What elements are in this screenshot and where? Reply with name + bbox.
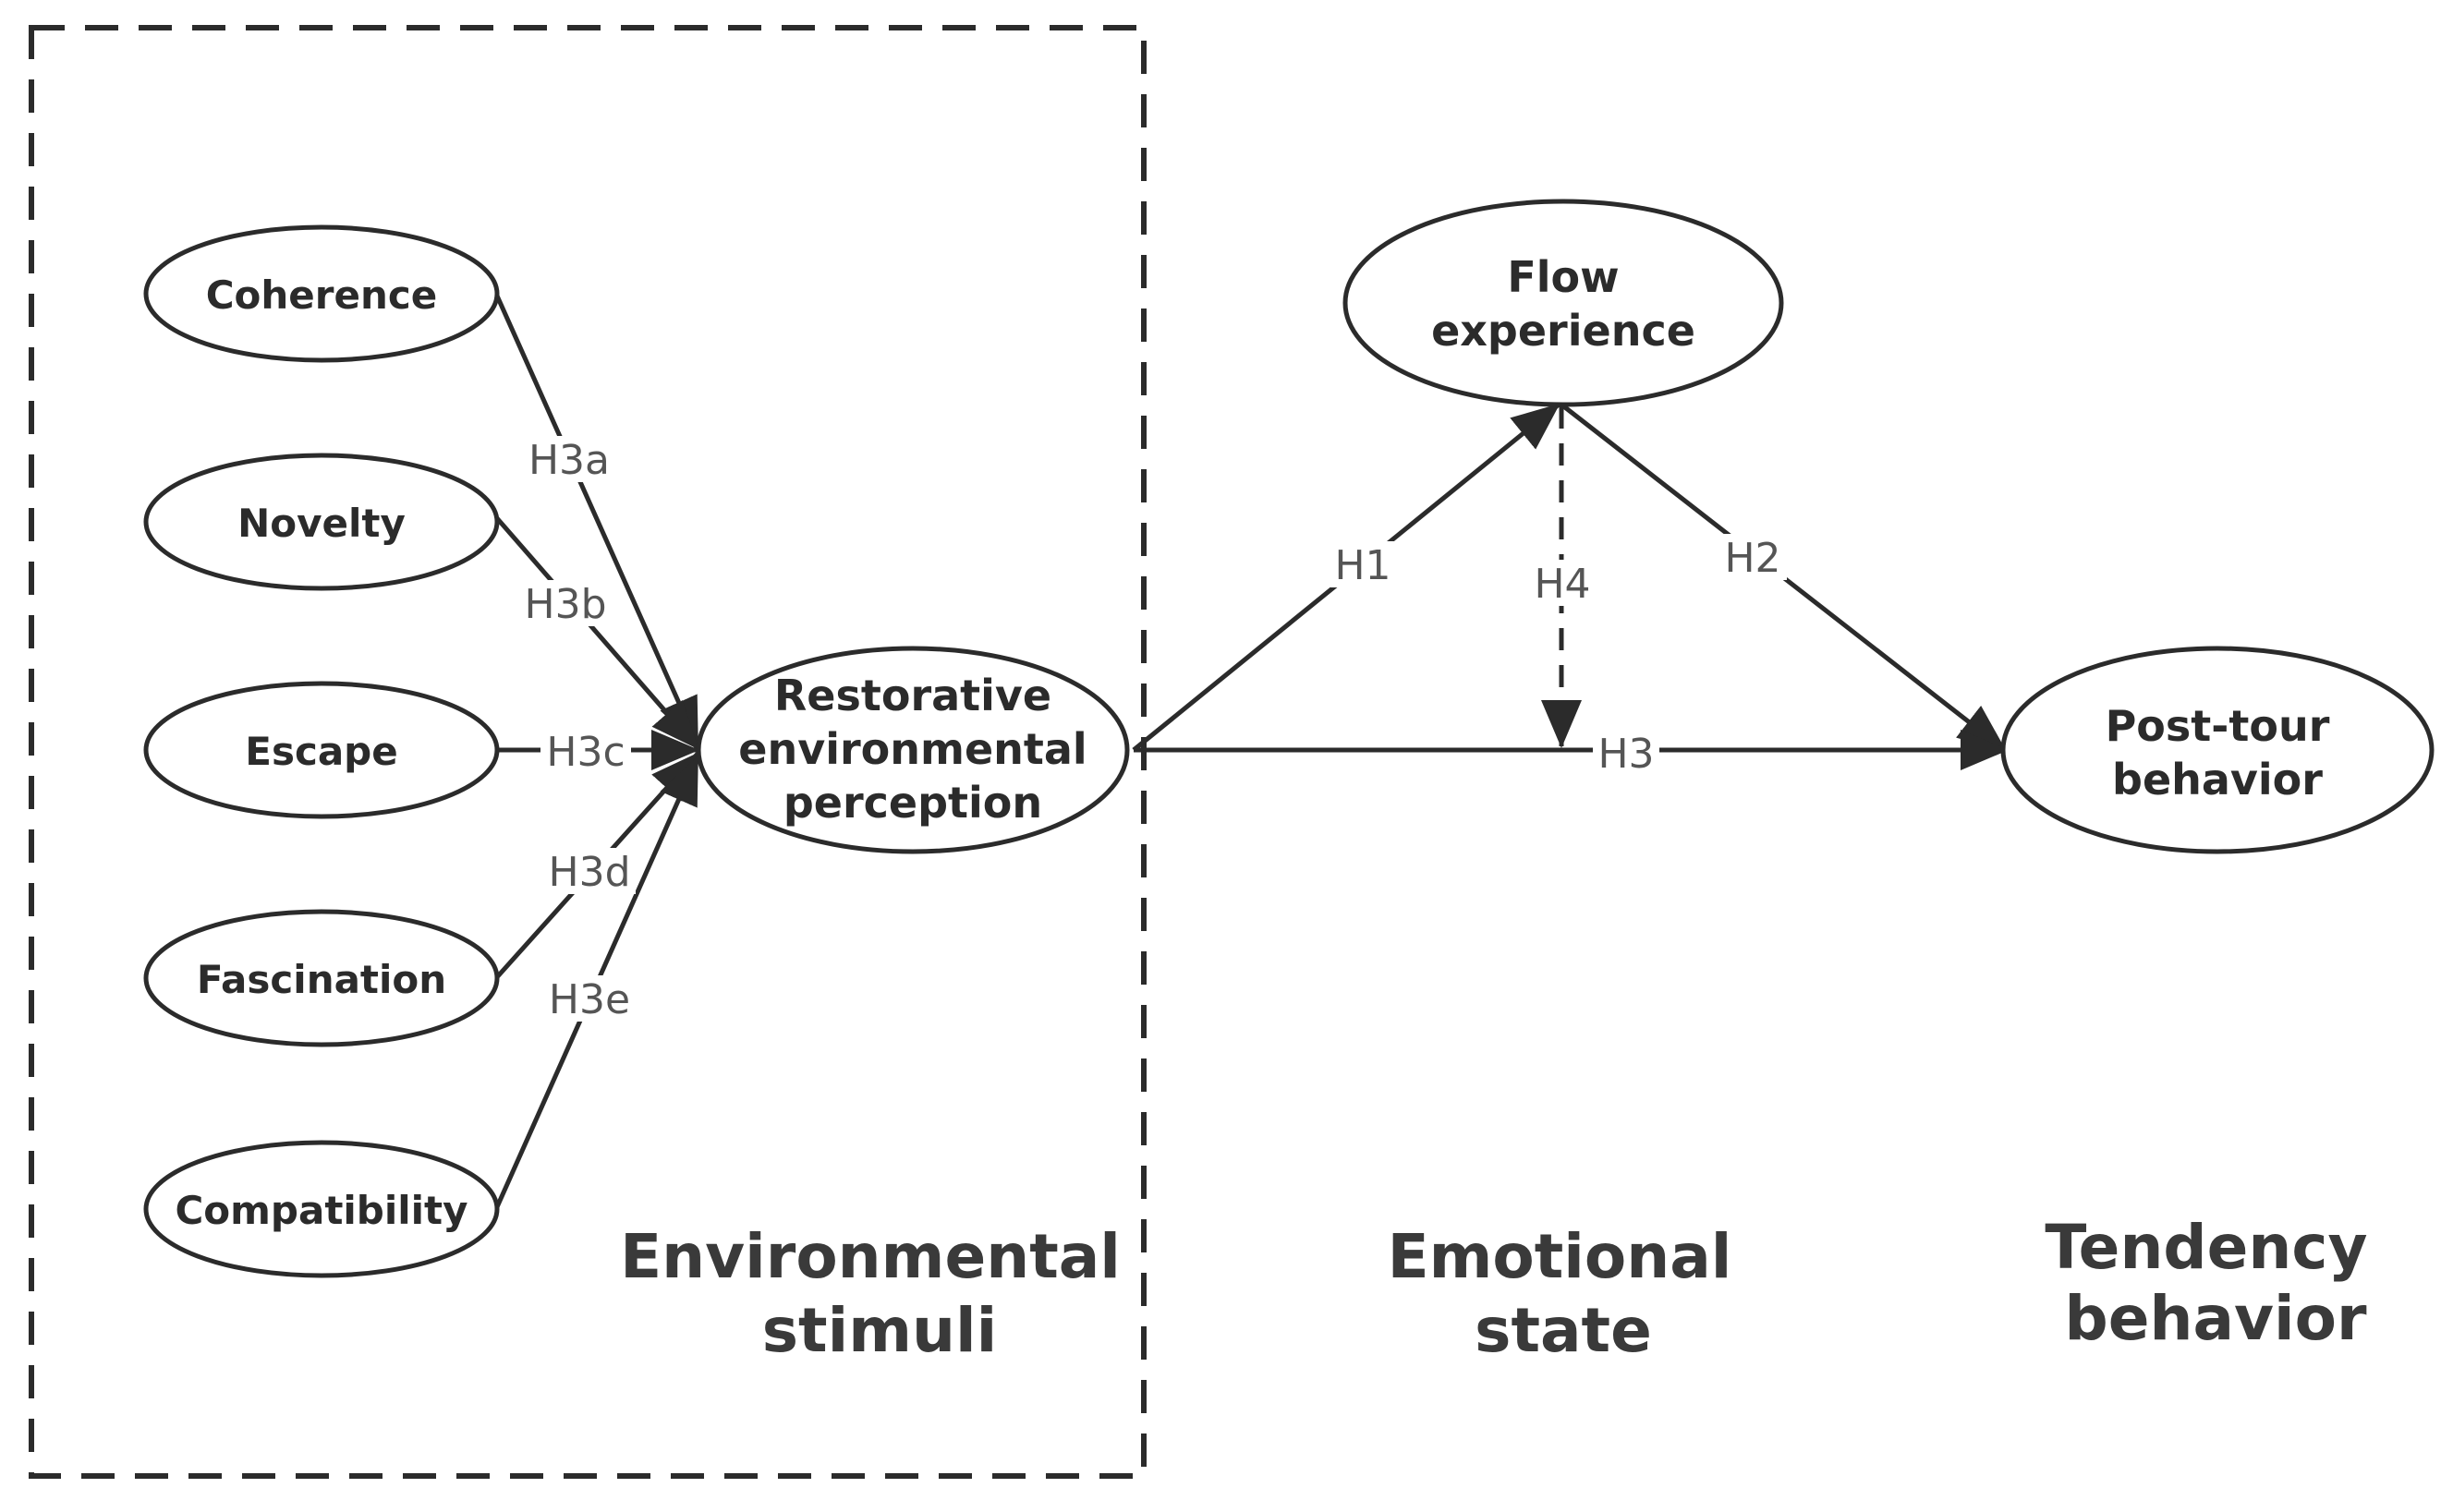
node-fascination: Fascination xyxy=(143,909,500,1047)
svg-text:Escape: Escape xyxy=(245,729,397,774)
svg-text:Tendency: Tendency xyxy=(2045,1212,2367,1283)
svg-text:environmental: environmental xyxy=(738,724,1087,774)
edge-label-h3c: H3c xyxy=(540,728,631,776)
svg-text:Novelty: Novelty xyxy=(237,501,406,546)
svg-text:H3: H3 xyxy=(1597,731,1654,778)
svg-text:Compatibility: Compatibility xyxy=(175,1188,468,1233)
node-novelty: Novelty xyxy=(143,453,500,591)
edge-h3a xyxy=(493,292,700,746)
node-post-tour-behavior: Post-tour behavior xyxy=(2000,646,2435,854)
svg-text:H3d: H3d xyxy=(548,849,630,896)
edge-label-h3: H3 xyxy=(1593,730,1659,778)
svg-text:H4: H4 xyxy=(1534,561,1590,608)
edge-label-h3b: H3b xyxy=(519,580,612,628)
edge-label-h4: H4 xyxy=(1530,560,1595,608)
group-label-environmental-stimuli: Environmental stimuli xyxy=(620,1221,1121,1366)
svg-text:H1: H1 xyxy=(1334,542,1390,589)
svg-text:state: state xyxy=(1475,1295,1652,1366)
group-label-tendency-behavior: Tendency behavior xyxy=(2045,1212,2367,1354)
edge-label-h1: H1 xyxy=(1330,541,1395,589)
svg-text:H3e: H3e xyxy=(549,976,630,1023)
svg-text:Fascination: Fascination xyxy=(197,957,446,1002)
svg-text:perception: perception xyxy=(783,778,1042,828)
edge-label-h3a: H3a xyxy=(525,436,613,484)
node-coherence: Coherence xyxy=(143,224,500,363)
svg-text:H2: H2 xyxy=(1724,535,1780,582)
node-flow-experience: Flow experience xyxy=(1342,199,1784,407)
svg-text:Coherence: Coherence xyxy=(206,272,438,318)
group-label-emotional-state: Emotional state xyxy=(1388,1221,1732,1366)
svg-text:Emotional: Emotional xyxy=(1388,1221,1732,1292)
svg-text:H3a: H3a xyxy=(528,437,610,484)
node-escape: Escape xyxy=(143,681,500,819)
edge-label-h3d: H3d xyxy=(543,848,636,896)
svg-text:Environmental: Environmental xyxy=(620,1221,1121,1292)
svg-text:behavior: behavior xyxy=(2064,1283,2367,1354)
svg-text:H3c: H3c xyxy=(546,729,625,776)
svg-text:Post-tour: Post-tour xyxy=(2106,701,2330,751)
svg-text:behavior: behavior xyxy=(2112,755,2323,804)
svg-text:Flow: Flow xyxy=(1507,252,1619,302)
svg-text:experience: experience xyxy=(1431,306,1695,356)
svg-text:stimuli: stimuli xyxy=(762,1295,997,1366)
edge-h3b xyxy=(494,515,699,750)
svg-text:Restorative: Restorative xyxy=(774,671,1051,720)
edge-label-h2: H2 xyxy=(1718,534,1787,582)
edge-label-h3e: H3e xyxy=(543,975,636,1023)
node-compatibility: Compatibility xyxy=(143,1140,500,1278)
node-restorative-environmental-perception: Restorative environmental perception xyxy=(696,646,1130,854)
svg-text:H3b: H3b xyxy=(524,581,606,628)
